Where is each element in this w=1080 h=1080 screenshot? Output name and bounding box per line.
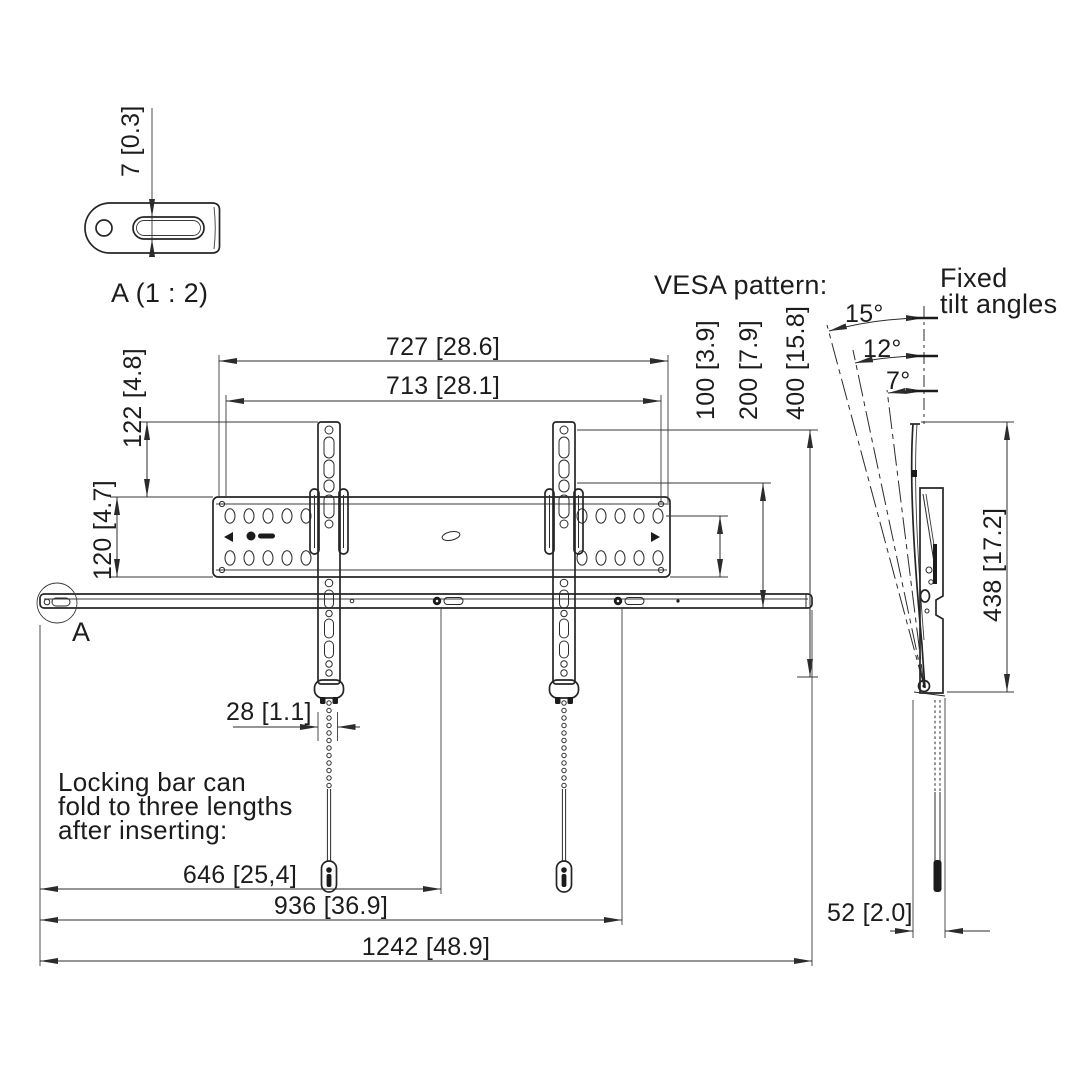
tilt-angles-label-line1: Fixed	[940, 263, 1008, 293]
dim-side-height: 438 [17.2]	[979, 508, 1007, 622]
side-locking-bar	[933, 700, 942, 892]
locking-note-line1: Locking bar can	[58, 767, 246, 797]
tv-rail-right	[544, 421, 584, 893]
angle-15-label: 15°	[845, 300, 884, 328]
tilt-angles-label-line2: tilt angles	[940, 289, 1057, 319]
dim-rail-width: 28 [1.1]	[226, 698, 312, 726]
vesa-holes-left	[224, 508, 312, 566]
bar-end-screw	[43, 598, 51, 606]
vesa-holes-right	[576, 508, 664, 566]
dim-plate-height: 120 [4.7]	[89, 480, 117, 580]
vesa-plate	[212, 496, 671, 578]
detail-a-view: 7 [0.3] A (1 : 2)	[84, 105, 221, 308]
dim-vesa-200: 200 [7.9]	[735, 320, 763, 420]
wall-bar	[39, 593, 813, 609]
bar-right-slot	[624, 597, 645, 605]
tilt-line-12	[852, 349, 925, 687]
dim-inner-width: 713 [28.1]	[386, 372, 500, 400]
bar-center-slot	[443, 597, 464, 605]
locking-bar-note: Locking bar can fold to three lengths af…	[58, 767, 293, 845]
bar-end-slot	[51, 597, 71, 607]
detail-a-label: A (1 : 2)	[111, 278, 208, 308]
vesa-pattern-label: VESA pattern:	[654, 270, 828, 300]
angle-12-label: 12°	[863, 335, 902, 363]
front-dimensions: 727 [28.6] 713 [28.1] 122 [4.8] 120 [4.7…	[39, 306, 818, 966]
strap-end-edge-line	[213, 206, 216, 250]
arrow-marker-left-icon	[224, 532, 233, 542]
tilt-line-15	[826, 324, 925, 687]
dim-bar-length-3: 1242 [48.9]	[362, 933, 490, 961]
locking-note-line3: after inserting:	[58, 815, 228, 845]
locking-note-line2: fold to three lengths	[58, 791, 293, 821]
dim-vesa-400: 400 [15.8]	[782, 306, 810, 420]
angle-7-label: 7°	[886, 367, 911, 395]
callout-label-a: A	[72, 617, 90, 647]
tv-rail-left	[309, 421, 349, 893]
strap-slot-outer	[132, 216, 205, 240]
dim-bar-length-2: 936 [36.9]	[274, 892, 388, 920]
dim-vesa-100: 100 [3.9]	[692, 320, 720, 420]
strap-round-hole	[95, 219, 113, 237]
tilt-pivot	[917, 679, 931, 693]
dim-side-depth: 52 [2.0]	[827, 899, 913, 927]
arrow-marker-right-icon	[651, 532, 660, 542]
side-bracket	[910, 423, 946, 697]
dim-rail-above-plate: 122 [4.8]	[119, 348, 147, 448]
strap-end-outline	[84, 202, 221, 254]
front-view: A	[36, 421, 813, 893]
dim-outer-width: 727 [28.6]	[386, 333, 500, 361]
side-view: 15° 12° 7°	[826, 300, 1014, 938]
tilt-line-7	[886, 389, 925, 687]
plate-center-slot	[441, 530, 461, 542]
strap-slot-inner	[136, 220, 201, 236]
dim-strap-thickness: 7 [0.3]	[117, 105, 145, 177]
dim-bar-length-1: 646 [25,4]	[183, 861, 297, 889]
brand-logo	[246, 531, 275, 541]
callout-circle-a	[36, 582, 78, 624]
